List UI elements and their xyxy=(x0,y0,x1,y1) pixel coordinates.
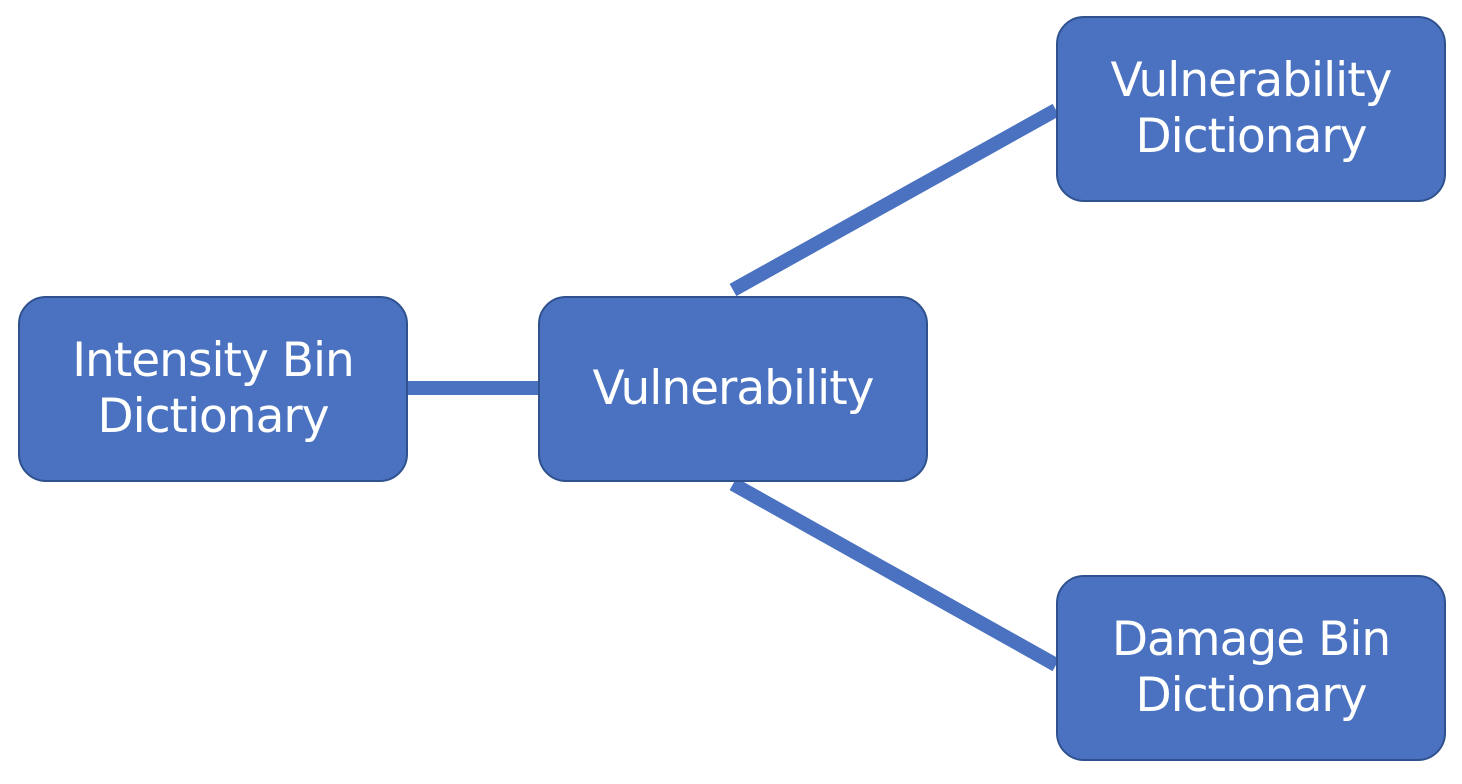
edge-vulnerability-to-vulnerability-dictionary xyxy=(729,103,1060,297)
vulnerability-label: Vulnerability xyxy=(592,360,875,416)
vulnerability-dictionary-label: Vulnerability Dictionary xyxy=(1110,52,1393,164)
intensity-bin-dictionary-node[interactable]: Intensity Bin Dictionary xyxy=(18,296,408,482)
damage-bin-dictionary-node[interactable]: Damage Bin Dictionary xyxy=(1056,575,1446,761)
vulnerability-node[interactable]: Vulnerability xyxy=(538,296,928,482)
intensity-bin-dictionary-label: Intensity Bin Dictionary xyxy=(72,332,355,444)
damage-bin-dictionary-label: Damage Bin Dictionary xyxy=(1111,611,1391,723)
vulnerability-dictionary-node[interactable]: Vulnerability Dictionary xyxy=(1056,16,1446,202)
edge-vulnerability-to-damage-bin-dictionary xyxy=(729,477,1060,672)
